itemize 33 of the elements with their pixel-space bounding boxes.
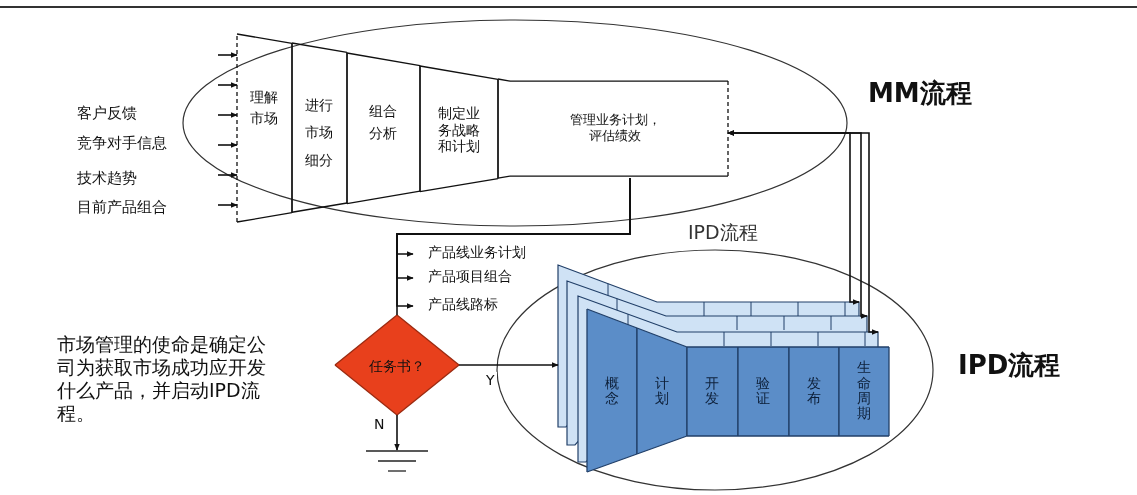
arrow xyxy=(217,52,238,58)
output-label: 产品线路标 xyxy=(428,296,498,314)
process-title: IPD流程 xyxy=(958,349,1061,382)
edge-label: N xyxy=(372,416,387,432)
phase-label: 发布 xyxy=(807,375,821,407)
stage-label: 管理业务计划，评估绩效 xyxy=(568,112,662,144)
stage-label: 进行市场细分 xyxy=(304,96,334,170)
phase-label: 生命周期 xyxy=(857,360,871,422)
decision-label: 任务书？ xyxy=(368,357,426,375)
arrow xyxy=(394,414,400,451)
process-title: IPD流程 xyxy=(688,220,758,245)
input-label: 客户反馈 xyxy=(77,104,137,123)
output-label: 产品线业务计划 xyxy=(428,244,526,262)
arrow xyxy=(217,172,238,178)
input-label: 目前产品组合 xyxy=(77,198,167,217)
stage-label: 组合分析 xyxy=(368,101,398,143)
arrow xyxy=(458,362,559,368)
arrow xyxy=(217,202,238,208)
input-label: 竞争对手信息 xyxy=(77,134,167,153)
process-title: MM流程 xyxy=(868,77,972,110)
arrow xyxy=(217,112,238,118)
input-label: 技术趋势 xyxy=(77,169,137,188)
output-label: 产品项目组合 xyxy=(428,268,512,286)
arrow xyxy=(217,142,238,148)
phase-label: 计划 xyxy=(655,375,669,407)
phase-label: 开发 xyxy=(705,375,719,407)
phase-label: 概念 xyxy=(605,375,619,407)
phase-label: 验证 xyxy=(756,375,770,407)
stage-label: 理解市场 xyxy=(249,88,279,128)
arrow xyxy=(217,82,238,88)
description-text: 市场管理的使命是确定公司为获取市场成功应开发什么产品，并启动IPD流程。 xyxy=(57,333,267,425)
stage-label: 制定业务战略和计划 xyxy=(437,104,481,156)
edge-label: Y xyxy=(484,372,497,388)
